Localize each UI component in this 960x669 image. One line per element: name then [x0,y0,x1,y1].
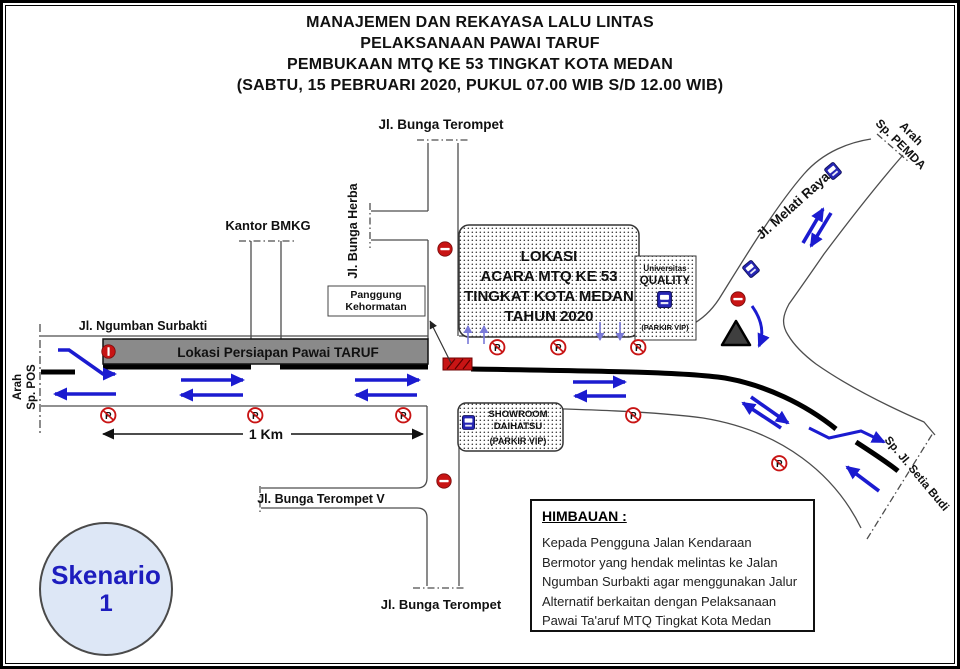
flow-arrow [58,348,117,381]
venue-line-4: TAHUN 2020 [505,308,594,325]
panggung-line-1: Panggung [350,289,401,301]
quality-parking-label: (PARKIR VIP) [641,323,689,332]
title-line-2: PELAKSANAAN PAWAI TARUF [360,35,600,52]
traffic-map: P [12,116,951,612]
no-entry-icon [437,241,453,257]
parking-icon [462,415,475,430]
skenario-badge: Skenario 1 [39,522,173,656]
venue-line-1: LOKASI [521,248,578,265]
skenario-number: 1 [99,590,113,617]
himbauan-line: Ngumban Surbakti agar menggunakan Jalur [542,574,798,589]
flow-arrow-crossover [808,426,886,444]
road-terompet-v-top [261,406,428,489]
road-terompet-v-bottom [261,507,428,586]
quality-line-2: QUALITY [640,275,691,287]
title-line-4: (SABTU, 15 PEBRUARI 2020, PUKUL 07.00 WI… [236,77,724,94]
label-bunga-terompet-v: Jl. Bunga Terompet V [257,492,385,506]
himbauan-line: Kepada Pengguna Jalan Kendaraan [542,535,752,550]
no-parking-icon [630,339,647,356]
himbauan-line: Pawai Ta'aruf MTQ Tingkat Kota Medan [542,613,772,628]
inner-border [5,5,955,664]
no-parking-icon [395,407,412,424]
no-entry-icon [436,473,452,489]
panggung-pointer [429,320,452,364]
himbauan-line: Bermotor yang hendak melintas ke Jalan [542,554,778,570]
label-arah-sp-pemda: Arah Sp. PEMDA [873,116,929,172]
label-bunga-terompet-top: Jl. Bunga Terompet [378,117,504,132]
label-setia-budi: Sp. Jl. Setia Budi [882,434,951,513]
parking-icon [657,291,672,308]
label-ngumban-surbakti: Jl. Ngumban Surbakti [79,319,208,333]
venue-box: LOKASI ACARA MTQ KE 53 TINGKAT KOTA MEDA… [458,224,640,338]
traffic-island-triangle [720,319,752,347]
quality-parking-box: Universitas QUALITY (PARKIR VIP) [634,255,697,341]
distance-measure: 1 Km [102,426,424,442]
flow-arrow [845,465,881,493]
no-parking-icon [550,339,567,356]
road-median [41,364,900,473]
no-parking-icon [489,339,506,356]
road-bunga-herba [371,210,428,241]
road-edge-melati-right-setia-top [782,154,936,436]
road-bmkg-access [250,241,282,339]
label-bunga-terompet-bottom: Jl. Bunga Terompet [381,597,502,612]
flow-arrow [801,207,825,244]
quality-line-1: Universitas [643,264,687,273]
showroom-parking-box: SHOWROOM DAIHATSU (PARKIR VIP) [457,402,564,452]
panggung-line-2: Kehormatan [345,301,406,313]
showroom-parking-label: (PARKIR VIP) [490,436,547,446]
road-closed-icon [101,344,116,359]
flow-arrow-merge [750,305,770,348]
label-bunga-herba: Jl. Bunga Herba [346,182,360,278]
flow-arrow [809,212,833,248]
staging-bar-label: Lokasi Persiapan Pawai TARUF [177,345,379,360]
distance-label: 1 Km [249,426,283,442]
road-end-pemda [876,133,910,163]
no-parking-icon [771,455,788,472]
parking-icon [741,259,761,279]
svg-text:Sp. POS: Sp. POS [26,364,38,410]
himbauan-heading: HIMBAUAN : [542,508,627,524]
panggung-box: Panggung Kehormatan [327,285,452,364]
showroom-line-1: SHOWROOM [488,409,547,420]
road-bunga-terompet-top [427,143,459,339]
no-parking-icon [100,407,117,424]
staging-bar: Lokasi Persiapan Pawai TARUF [101,338,429,365]
flow-arrow [749,395,790,425]
svg-text:Arah: Arah [12,374,24,400]
label-arah-sp-pos: Arah Sp. POS [12,364,38,410]
venue-line-3: TINGKAT KOTA MEDAN [464,288,634,305]
sheet-title: MANAJEMEN DAN REKAYASA LALU LINTAS PELAK… [3,12,957,96]
title-line-1: MANAJEMEN DAN REKAYASA LALU LINTAS [306,14,654,31]
no-parking-icon [247,407,264,424]
median-east [470,366,838,431]
himbauan-line: Alternatif berkaitan dengan Pelaksanaan [542,593,777,609]
median-setia-budi [854,439,900,473]
showroom-line-2: DAIHATSU [494,421,543,432]
no-parking-icon [625,407,642,424]
skenario-label: Skenario [51,560,161,590]
venue-access-arrows [463,322,625,344]
label-kantor-bmkg: Kantor BMKG [225,218,310,233]
venue-line-2: ACARA MTQ KE 53 [481,268,618,285]
no-entry-icon [730,291,746,307]
traffic-flow-arrows [53,207,886,493]
road-end-setia-budi [866,432,934,540]
title-line-3: PEMBUKAAN MTQ KE 53 TINGKAT KOTA MEDAN [287,56,673,73]
road-barrier [442,357,473,371]
himbauan-notice: HIMBAUAN : Kepada Pengguna Jalan Kendara… [530,499,815,632]
